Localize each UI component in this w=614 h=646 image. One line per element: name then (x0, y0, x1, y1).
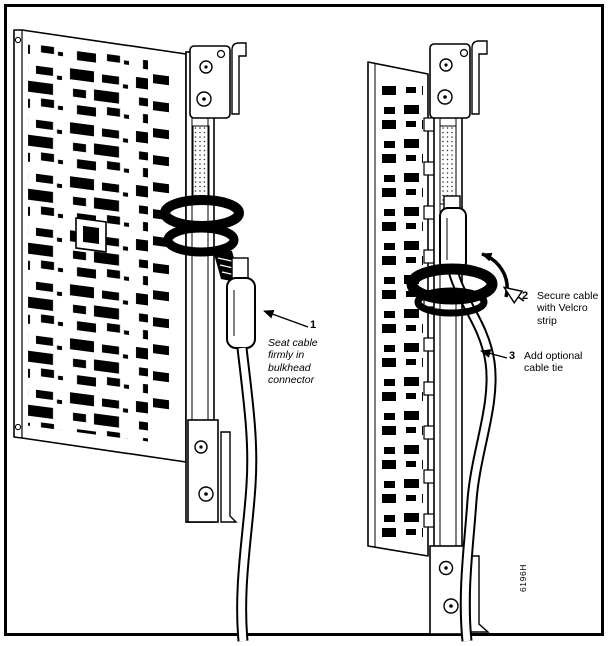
left-bottom-screws (194, 440, 214, 502)
left-circuit-board (13, 29, 187, 463)
left-velcro-strap (160, 195, 244, 283)
right-bulkhead-connector (439, 195, 467, 271)
right-top-screws (437, 58, 453, 105)
callout-2-arrow (505, 288, 525, 301)
left-board-components (28, 43, 170, 442)
callout-3-text: Add optional cable tie (524, 350, 583, 375)
callout-2-text: Secure cable with Velcro strip (537, 290, 599, 327)
callout-3-number: 3 (509, 350, 516, 362)
right-perforated-strip (439, 125, 457, 205)
right-bottom-latch (469, 555, 490, 633)
right-top-latch (471, 40, 488, 115)
left-bulkhead-rail (185, 42, 247, 523)
left-bulkhead-connector (226, 257, 256, 349)
left-bottom-bracket (187, 419, 219, 523)
callout-1-text: Seat cable firmly in bulkhead connector (268, 337, 318, 387)
left-top-bracket (189, 45, 231, 119)
callout-1-number: 1 (310, 319, 317, 331)
callout-1-arrow (263, 310, 309, 328)
figure-code: 6196H (518, 563, 528, 593)
left-perforated-strip (192, 125, 210, 201)
left-cable (236, 347, 258, 642)
right-board-components (379, 86, 423, 538)
left-top-latch (231, 42, 247, 115)
right-bulkhead-rail (429, 40, 490, 635)
callout-3-arrow (480, 349, 508, 359)
left-bottom-latch (220, 431, 238, 523)
left-top-screws (196, 60, 213, 107)
right-bottom-screws (438, 560, 459, 614)
callout-2-number: 2 (522, 290, 529, 302)
